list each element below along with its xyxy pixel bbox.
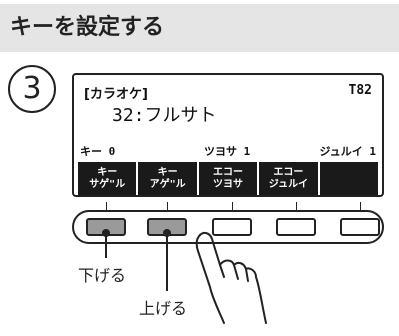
- softkey-line1: キー: [157, 166, 178, 178]
- pointing-hand-icon: [195, 231, 267, 324]
- lcd-softkey-key-up: キー アゲ"ル: [138, 162, 197, 195]
- lcd-params-row: キー 0 ツヨサ 1 ジュルイ 1: [80, 143, 376, 158]
- function-button-rail: [72, 210, 384, 244]
- softkey-line2: ツヨサ: [213, 178, 244, 190]
- softkey-line2: サゲ"ル: [89, 178, 126, 190]
- lcd-softkey-row: キー サゲ"ル キー アゲ"ル エコー ツヨサ エコー ジュルイ: [78, 162, 379, 195]
- softkey-line1: エコー: [273, 166, 304, 178]
- lcd-tone-number: T82: [348, 83, 372, 98]
- step-number-badge: 3: [8, 65, 56, 113]
- softkey-line2: アゲ"ル: [149, 178, 186, 190]
- callout-line-lower: [105, 233, 107, 258]
- section-header: キーを設定する: [0, 4, 399, 52]
- button-tick: [106, 202, 107, 210]
- callout-label-lower: 下げる: [78, 266, 127, 285]
- lcd-tone-name: 32:フルサト: [112, 105, 217, 126]
- callout-label-raise: 上げる: [139, 299, 188, 318]
- function-button-3[interactable]: [212, 218, 252, 236]
- lcd-category: [カラオケ]: [84, 87, 148, 102]
- lcd-softkey-key-down: キー サゲ"ル: [78, 162, 137, 195]
- lcd-param-strength: ツヨサ 1: [204, 145, 251, 158]
- lcd-display: [カラオケ] T82 32:フルサト キー 0 ツヨサ 1 ジュルイ 1 キー …: [72, 73, 384, 197]
- softkey-line1: キー: [97, 166, 118, 178]
- lcd-softkey-echo-type: エコー ジュルイ: [259, 162, 318, 195]
- function-button-4[interactable]: [276, 218, 316, 236]
- button-tick: [296, 202, 297, 210]
- function-button-5[interactable]: [340, 218, 380, 236]
- button-tick: [167, 202, 168, 210]
- button-tick: [232, 202, 233, 210]
- lcd-softkey-empty: [319, 162, 379, 195]
- button-tick: [360, 202, 361, 210]
- softkey-line1: エコー: [213, 166, 244, 178]
- callout-line-raise: [166, 233, 168, 291]
- softkey-line2: ジュルイ: [268, 178, 309, 190]
- lcd-param-key: キー 0: [80, 145, 116, 158]
- section-title: キーを設定する: [10, 15, 165, 40]
- lcd-softkey-echo-strength: エコー ツヨサ: [198, 162, 258, 195]
- lcd-param-round: ジュルイ 1: [319, 145, 376, 158]
